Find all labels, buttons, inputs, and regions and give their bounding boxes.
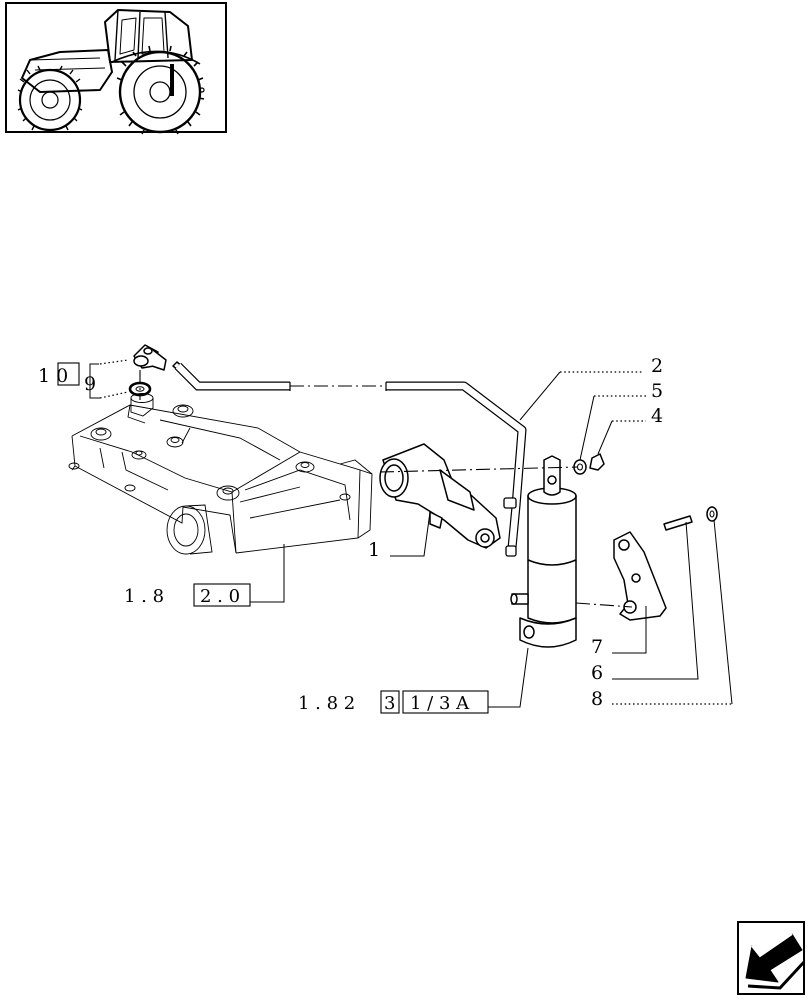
- part-6-pin[interactable]: [663, 515, 693, 531]
- reference-cylinder[interactable]: 1 . 8 2 3 1 / 3 A: [298, 690, 489, 714]
- part-10-elbow-fitting[interactable]: [133, 344, 167, 371]
- callout-4[interactable]: 4: [651, 405, 663, 427]
- callout-5[interactable]: 5: [651, 380, 663, 402]
- reference-housing-page: 2 . 0: [200, 586, 240, 607]
- reference-housing-prefix: 1 . 8: [124, 586, 170, 607]
- callout-6[interactable]: 6: [591, 662, 603, 684]
- previous-page-button[interactable]: [737, 921, 806, 995]
- part-8-ring[interactable]: [706, 506, 718, 522]
- callout-7[interactable]: 7: [591, 636, 603, 658]
- lift-cylinder[interactable]: [510, 455, 577, 648]
- tractor-icon: [17, 9, 205, 135]
- callout-8[interactable]: 8: [591, 688, 603, 710]
- part-1-lift-arm[interactable]: [379, 443, 501, 549]
- part-2-pipe[interactable]: [172, 361, 527, 557]
- callout-1[interactable]: 1: [368, 539, 380, 561]
- tractor-thumbnail[interactable]: [5, 2, 227, 135]
- reference-cylinder-prefix: 1 . 8 2: [298, 693, 361, 714]
- lift-housing: [68, 393, 373, 555]
- callout-10[interactable]: 1 0: [38, 365, 68, 387]
- part-7-bracket[interactable]: [613, 531, 667, 621]
- assembly-axes: [139, 370, 633, 608]
- callout-2[interactable]: 2: [651, 355, 663, 377]
- callout-labels: 1 0 9 2 5 4 1 7 6 8: [38, 355, 663, 710]
- part-4-clip[interactable]: [589, 453, 605, 471]
- arrow-down-left-icon: [745, 933, 806, 990]
- reference-cylinder-page: 1 / 3 A: [410, 693, 470, 714]
- reference-housing[interactable]: 1 . 8 2 . 0: [124, 583, 251, 607]
- reference-cylinder-section: 3: [384, 693, 395, 714]
- callout-9[interactable]: 9: [84, 373, 96, 395]
- leader-lines: [89, 359, 733, 708]
